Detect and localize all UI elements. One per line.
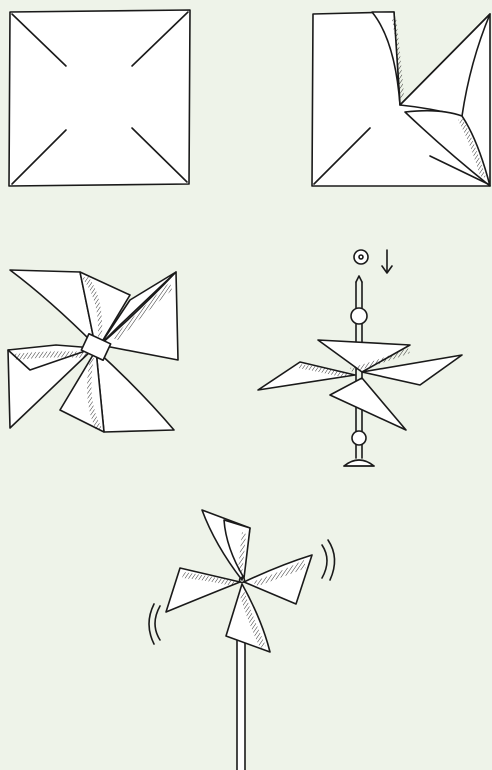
- step-3-corners-pinned: [8, 270, 178, 432]
- step-4-assembly: [258, 250, 462, 466]
- step-2-first-fold: [312, 12, 490, 186]
- bead-icon: [352, 431, 366, 445]
- bead-icon: [354, 250, 368, 264]
- bead-icon: [351, 308, 367, 324]
- step-1-square: [9, 10, 190, 186]
- step-5-finished-pinwheel: [149, 510, 335, 770]
- down-arrow-icon: [382, 250, 392, 273]
